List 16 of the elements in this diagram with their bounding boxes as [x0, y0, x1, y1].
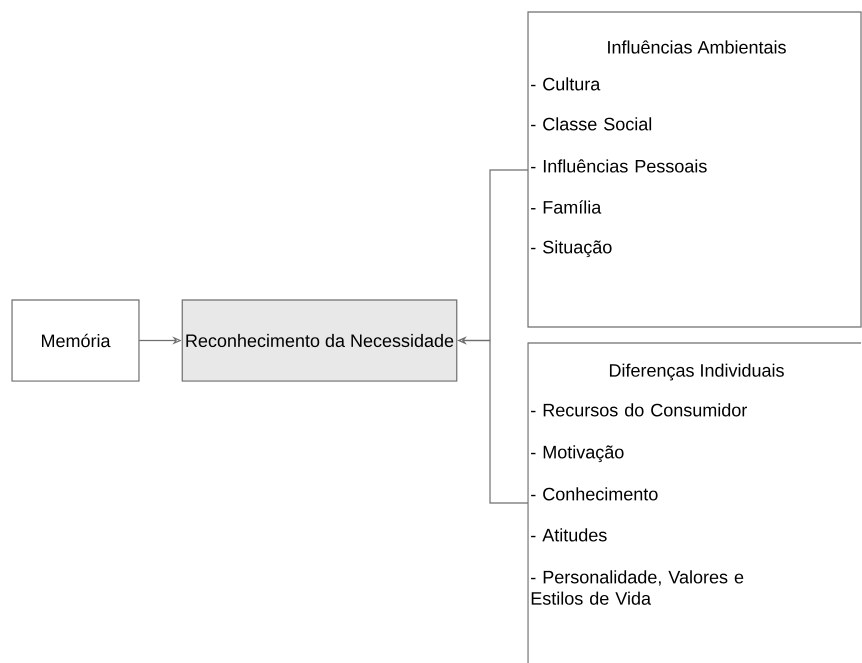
- process-box: Memória: [11, 299, 140, 382]
- list-item: - Cultura: [531, 77, 600, 90]
- list-item: - Classe Social: [531, 117, 652, 130]
- list-item: - Família: [531, 200, 602, 214]
- list-item: - Recursos do Consumidor: [531, 403, 747, 416]
- box-heading: Influências Ambientais: [608, 40, 786, 54]
- box-heading: Diferenças Individuais: [610, 364, 784, 380]
- list-item: - Personalidade, Valores e Estilos de Vida: [531, 570, 744, 605]
- process-box: Reconhecimento da Necessidade: [182, 299, 458, 382]
- list-item: - Influências Pessoais: [531, 159, 707, 173]
- list-item: - Motivação: [531, 445, 624, 462]
- list-item: - Conhecimento: [531, 487, 658, 500]
- list-box: [527, 342, 862, 663]
- list-item: - Atitudes: [531, 528, 607, 542]
- list-box: [527, 11, 862, 328]
- list-item: - Situação: [531, 240, 612, 258]
